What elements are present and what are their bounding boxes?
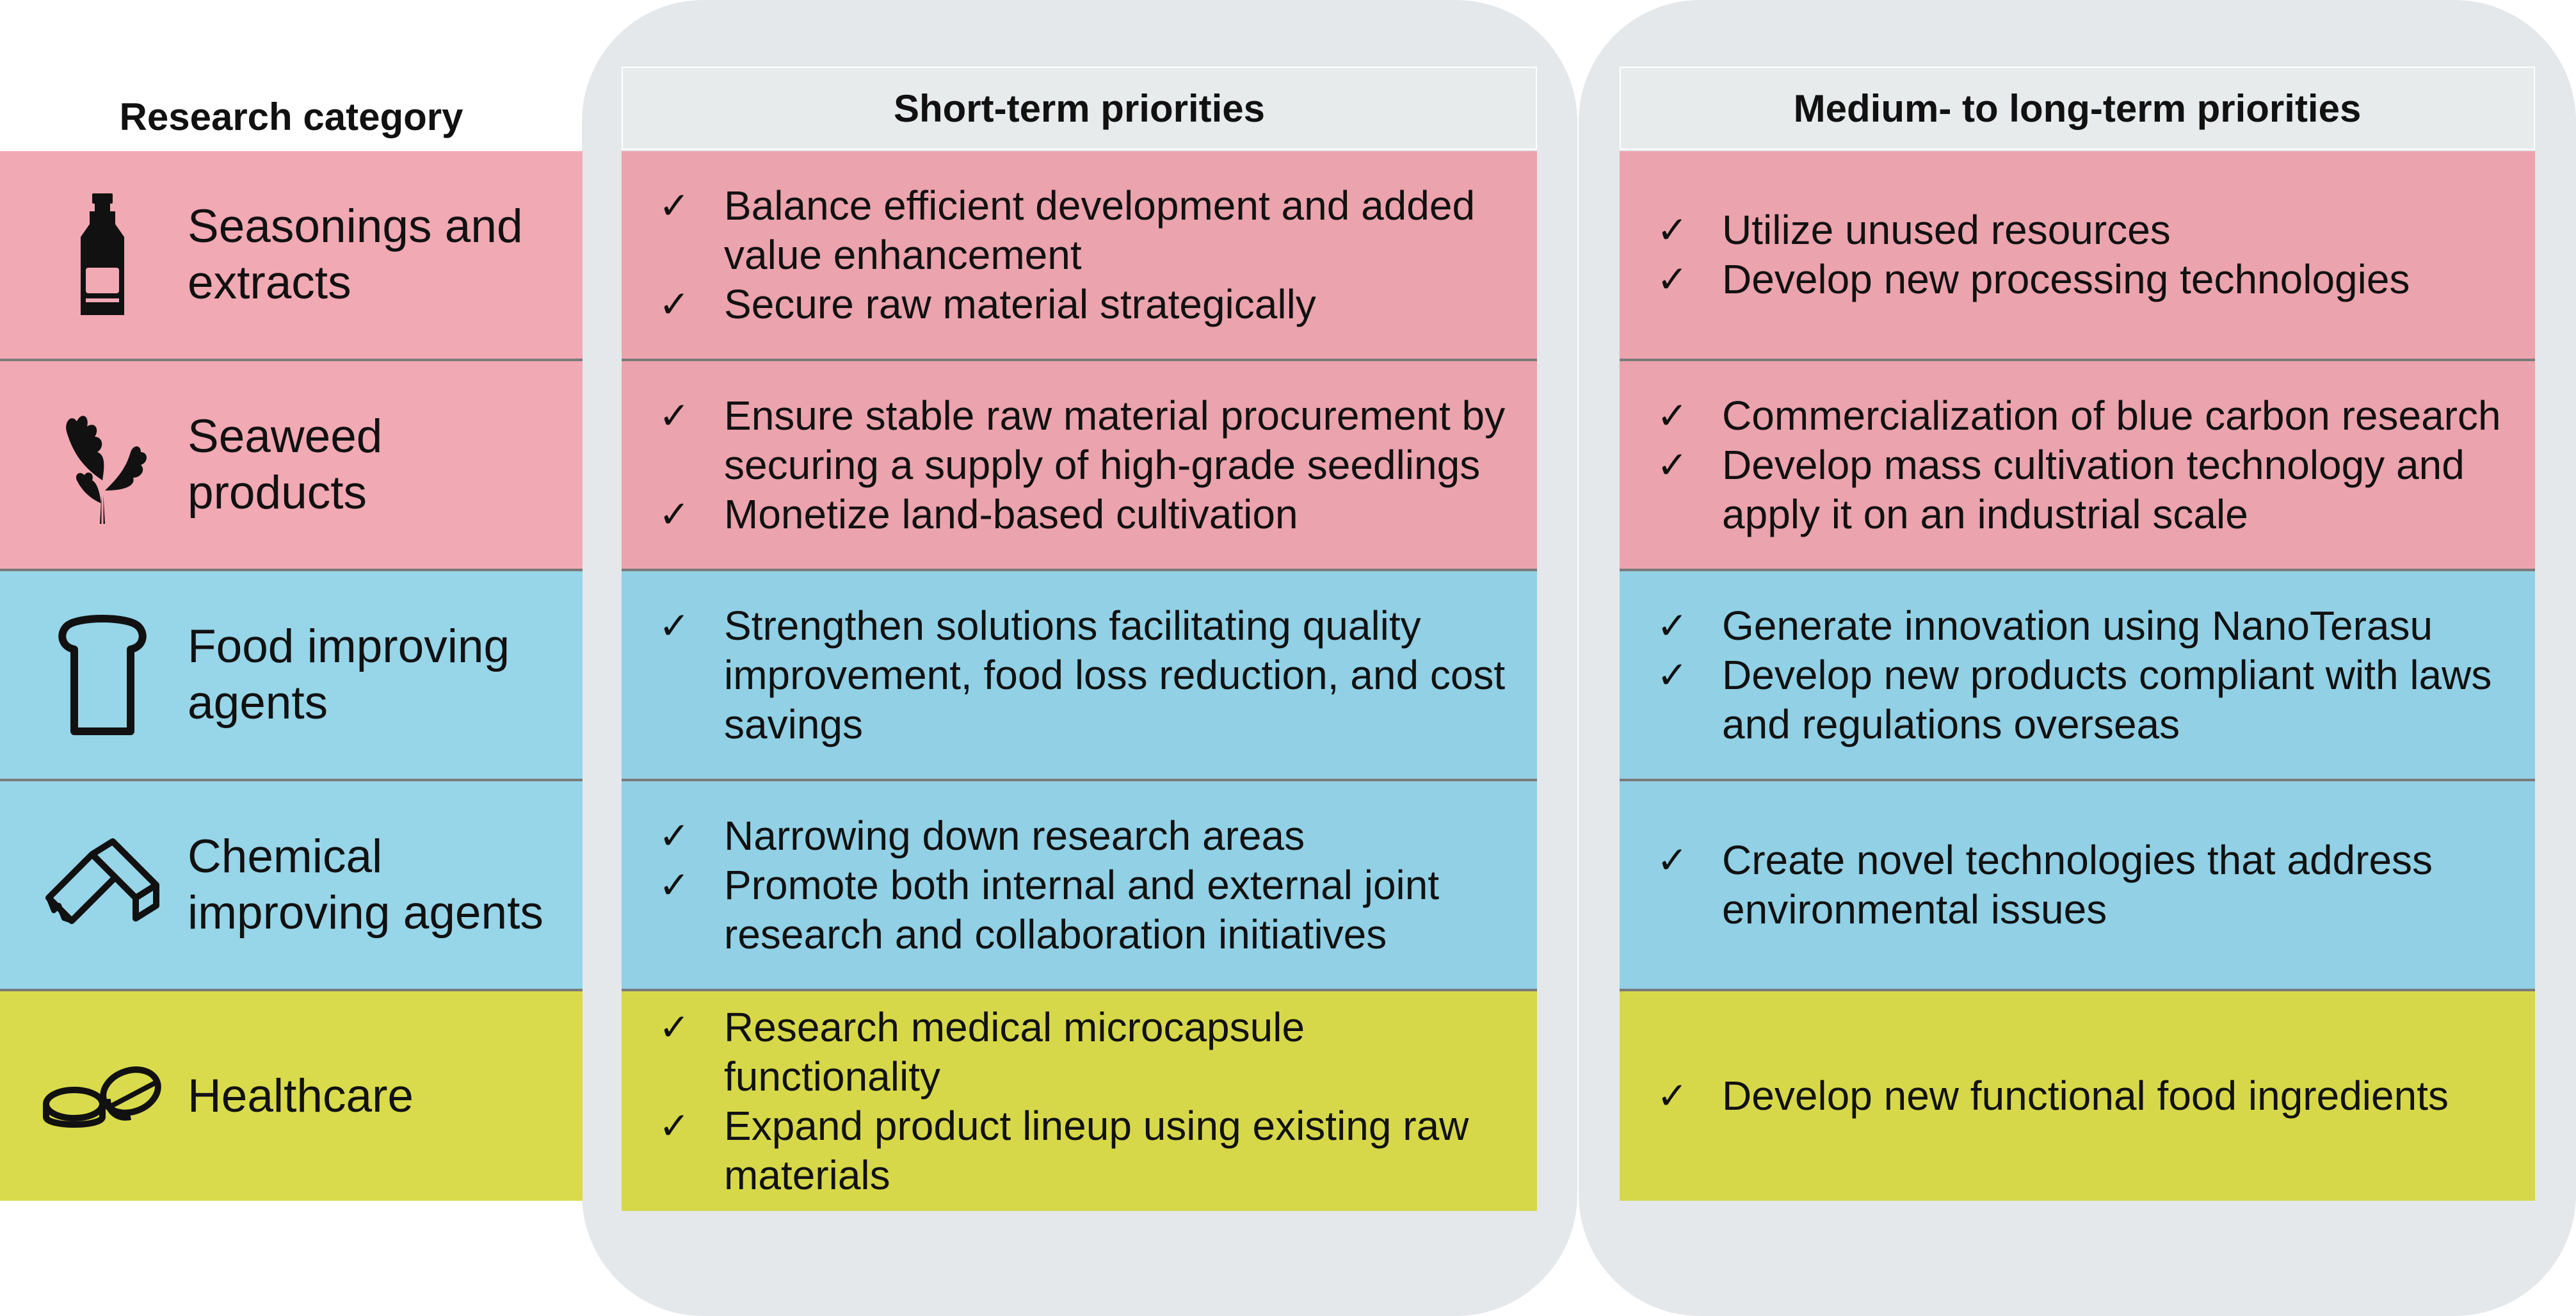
check-icon: ✓	[659, 863, 690, 907]
list-item: ✓Promote both internal and external join…	[659, 861, 1440, 957]
short-term-row-seaweed: ✓Ensure stable raw material procurement …	[622, 361, 1537, 571]
category-label-seaweed: Seaweed products	[188, 409, 382, 521]
list-item: ✓Develop new processing technologies	[1620, 255, 2535, 304]
check-icon: ✓	[1657, 838, 1688, 882]
list-item: ✓Utilize unused resources	[1620, 206, 2535, 255]
category-row-seasonings: Seasonings and extracts	[0, 151, 583, 361]
list-item: ✓Commercialization of blue carbon resear…	[1620, 391, 2535, 441]
long-term-list: ✓Generate innovation using NanoTerasu ✓D…	[1620, 601, 2535, 749]
list-item: ✓Strengthen solutions facilitating quali…	[659, 602, 1506, 747]
short-term-list: ✓Research medical microcapsule functiona…	[622, 1003, 1537, 1200]
category-label-seasonings: Seasonings and extracts	[188, 199, 523, 311]
category-label-food-improving: Food improving agents	[188, 619, 510, 731]
short-term-row-food-improving: ✓Strengthen solutions facilitating quali…	[622, 571, 1537, 781]
check-icon: ✓	[659, 183, 690, 227]
category-label-healthcare: Healthcare	[188, 1068, 414, 1125]
check-icon: ✓	[659, 282, 690, 326]
list-item: ✓Develop new functional food ingredients	[1620, 1071, 2535, 1121]
short-term-row-healthcare: ✓Research medical microcapsule functiona…	[622, 991, 1537, 1211]
category-row-seaweed: Seaweed products	[0, 361, 583, 571]
long-term-row-seaweed: ✓Commercialization of blue carbon resear…	[1620, 361, 2535, 571]
bread-icon	[32, 605, 173, 745]
list-item: ✓Narrowing down research areas	[622, 811, 1537, 861]
category-label-line: products	[188, 467, 367, 519]
list-item: ✓Monetize land-based cultivation	[622, 490, 1537, 539]
long-term-list: ✓Create novel technologies that address …	[1620, 836, 2535, 934]
check-icon: ✓	[1657, 443, 1688, 487]
list-item: ✓Balance efficient development and added…	[659, 182, 1476, 278]
check-icon: ✓	[659, 1005, 690, 1049]
list-item: ✓Create novel technologies that address …	[1657, 837, 2433, 932]
long-term-row-seasonings: ✓Utilize unused resources ✓Develop new p…	[1620, 151, 2535, 361]
category-header-label: Research category	[119, 95, 463, 138]
check-icon: ✓	[659, 603, 690, 647]
check-icon: ✓	[659, 813, 690, 857]
list-item: ✓Research medical microcapsule functiona…	[659, 1003, 1305, 1100]
check-icon: ✓	[1657, 1074, 1688, 1117]
check-icon: ✓	[659, 393, 690, 437]
category-label-line: Seasonings and	[188, 200, 523, 252]
category-row-chemical: Chemical improving agents	[0, 781, 583, 991]
long-term-row-chemical: ✓Create novel technologies that address …	[1620, 781, 2535, 991]
check-icon: ✓	[1657, 603, 1688, 647]
category-row-food-improving: Food improving agents	[0, 571, 583, 781]
long-term-row-food-improving: ✓Generate innovation using NanoTerasu ✓D…	[1620, 571, 2535, 781]
check-icon: ✓	[1657, 208, 1688, 252]
short-term-column-header: Short-term priorities	[622, 67, 1537, 150]
check-icon: ✓	[659, 1103, 690, 1148]
long-term-list: ✓Utilize unused resources ✓Develop new p…	[1620, 206, 2535, 304]
category-label-line: agents	[188, 677, 328, 729]
list-item: ✓Develop new products compliant with law…	[1657, 651, 2492, 747]
list-item: ✓Develop mass cultivation technology and…	[1657, 441, 2465, 537]
seaweed-icon	[32, 394, 173, 535]
category-label-line: Seaweed	[188, 410, 383, 462]
short-term-list: ✓Ensure stable raw material procurement …	[622, 391, 1537, 539]
check-icon: ✓	[1657, 393, 1688, 437]
list-item: ✓Expand product lineup using existing ra…	[659, 1102, 1469, 1198]
short-term-list: ✓Strengthen solutions facilitating quali…	[622, 601, 1537, 749]
category-label-line: Food improving	[188, 621, 510, 672]
category-label-line: improving agents	[188, 887, 543, 939]
category-label-chemical: Chemical improving agents	[188, 829, 543, 941]
long-term-list: ✓Develop new functional food ingredients	[1620, 1071, 2535, 1121]
check-icon: ✓	[659, 492, 690, 536]
tablets-icon	[32, 1026, 173, 1167]
short-term-list: ✓Narrowing down research areas ✓Promote …	[622, 811, 1537, 959]
list-item: ✓Generate innovation using NanoTerasu	[1620, 601, 2535, 651]
list-item: ✓Secure raw material strategically	[622, 280, 1537, 329]
long-term-row-healthcare: ✓Develop new functional food ingredients	[1620, 991, 2535, 1201]
category-row-healthcare: Healthcare	[0, 991, 583, 1201]
bottle-icon	[32, 184, 173, 325]
check-icon: ✓	[1657, 653, 1688, 697]
check-icon: ✓	[1657, 257, 1688, 301]
category-label-line: Chemical	[188, 831, 383, 882]
long-term-header-label: Medium- to long-term priorities	[1793, 86, 2362, 130]
powder-bag-icon	[32, 815, 173, 955]
category-column-header: Research category	[0, 83, 583, 150]
long-term-list: ✓Commercialization of blue carbon resear…	[1620, 391, 2535, 539]
category-label-line: Healthcare	[188, 1069, 414, 1122]
category-label-line: extracts	[188, 257, 351, 309]
short-term-row-seasonings: ✓Balance efficient development and added…	[622, 151, 1537, 361]
list-item: ✓Ensure stable raw material procurement …	[659, 392, 1506, 488]
short-term-list: ✓Balance efficient development and added…	[622, 181, 1537, 329]
short-term-header-label: Short-term priorities	[893, 86, 1266, 130]
long-term-column-header: Medium- to long-term priorities	[1620, 67, 2535, 150]
short-term-row-chemical: ✓Narrowing down research areas ✓Promote …	[622, 781, 1537, 991]
